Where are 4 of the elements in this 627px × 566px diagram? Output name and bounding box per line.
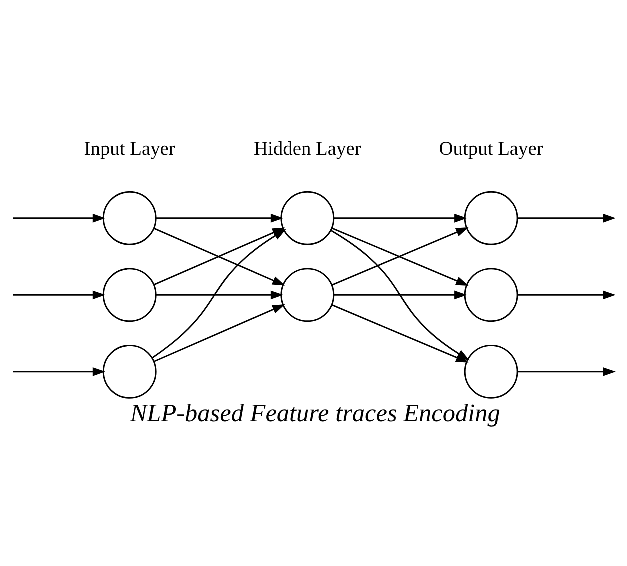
caption: NLP-based Feature traces Encoding xyxy=(130,398,500,427)
label: Input Layer xyxy=(84,138,176,160)
label: Hidden Layer xyxy=(254,138,362,160)
label: Output Layer xyxy=(439,138,544,160)
